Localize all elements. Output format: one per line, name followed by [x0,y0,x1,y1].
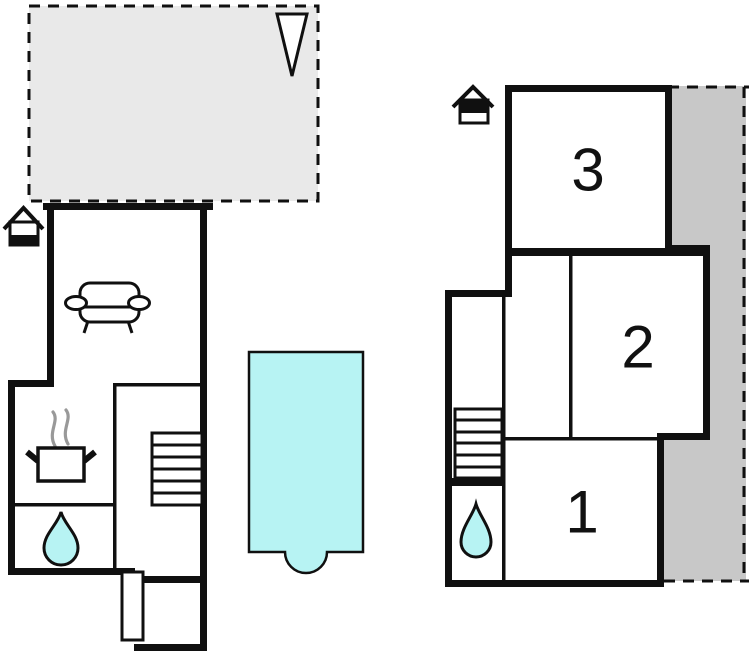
upper-floor-walls [445,85,710,587]
pot-handles [25,449,97,464]
upper-floor-plan: 3 2 1 [445,84,749,587]
ground-floor-partitions [8,383,204,570]
wall [130,576,207,583]
steam-icon [50,410,57,448]
wall [445,580,664,587]
terrace-area [27,4,320,203]
north-arrow-icon [275,12,309,77]
partition-wall [505,437,657,441]
entry-door [120,570,145,642]
wall [200,203,207,651]
stairs-icon [150,431,204,507]
partition-wall [8,503,113,507]
sofa-icon [64,281,151,334]
wall [8,380,15,575]
steam-icon [63,408,70,446]
sofa-armrest [127,295,151,311]
wall [657,433,710,440]
water-drop-icon [42,511,80,567]
house-roof [451,84,495,109]
house-entrance-icon [2,205,45,247]
partition-wall [113,383,117,570]
swimming-pool-icon [247,350,365,575]
partition-wall [113,383,204,387]
house-entrance-icon [451,84,495,125]
sofa-armrest [64,295,88,311]
wall [445,290,452,587]
stair-steps [455,418,502,469]
balcony-area [664,86,746,581]
ground-floor-plan [2,4,365,651]
wall [703,245,710,440]
room-label-3: 3 [571,137,604,204]
stairs-icon [453,407,504,480]
stair-steps [152,443,202,495]
wall [47,203,54,387]
wall [8,568,135,575]
wall [505,85,672,92]
partition-wall [569,256,573,440]
ground-floor-walls [8,203,213,651]
house-door [9,235,39,245]
water-drop-icon [459,498,493,559]
wall [447,478,503,486]
pot-body [36,446,86,483]
wall [657,433,664,587]
room-label-2: 2 [621,314,654,381]
house-roof [2,205,45,231]
house-door [459,100,489,113]
cooking-pot-icon [25,408,97,483]
wall [43,203,213,210]
room-label-1: 1 [565,479,598,546]
partition-wall [502,297,506,580]
wall [505,248,703,256]
wall [505,85,512,297]
wall [665,85,672,252]
wall [8,380,54,387]
wall [134,644,207,651]
sofa-legs [82,320,134,334]
wall [445,290,512,297]
upper-floor-partitions [502,256,657,580]
